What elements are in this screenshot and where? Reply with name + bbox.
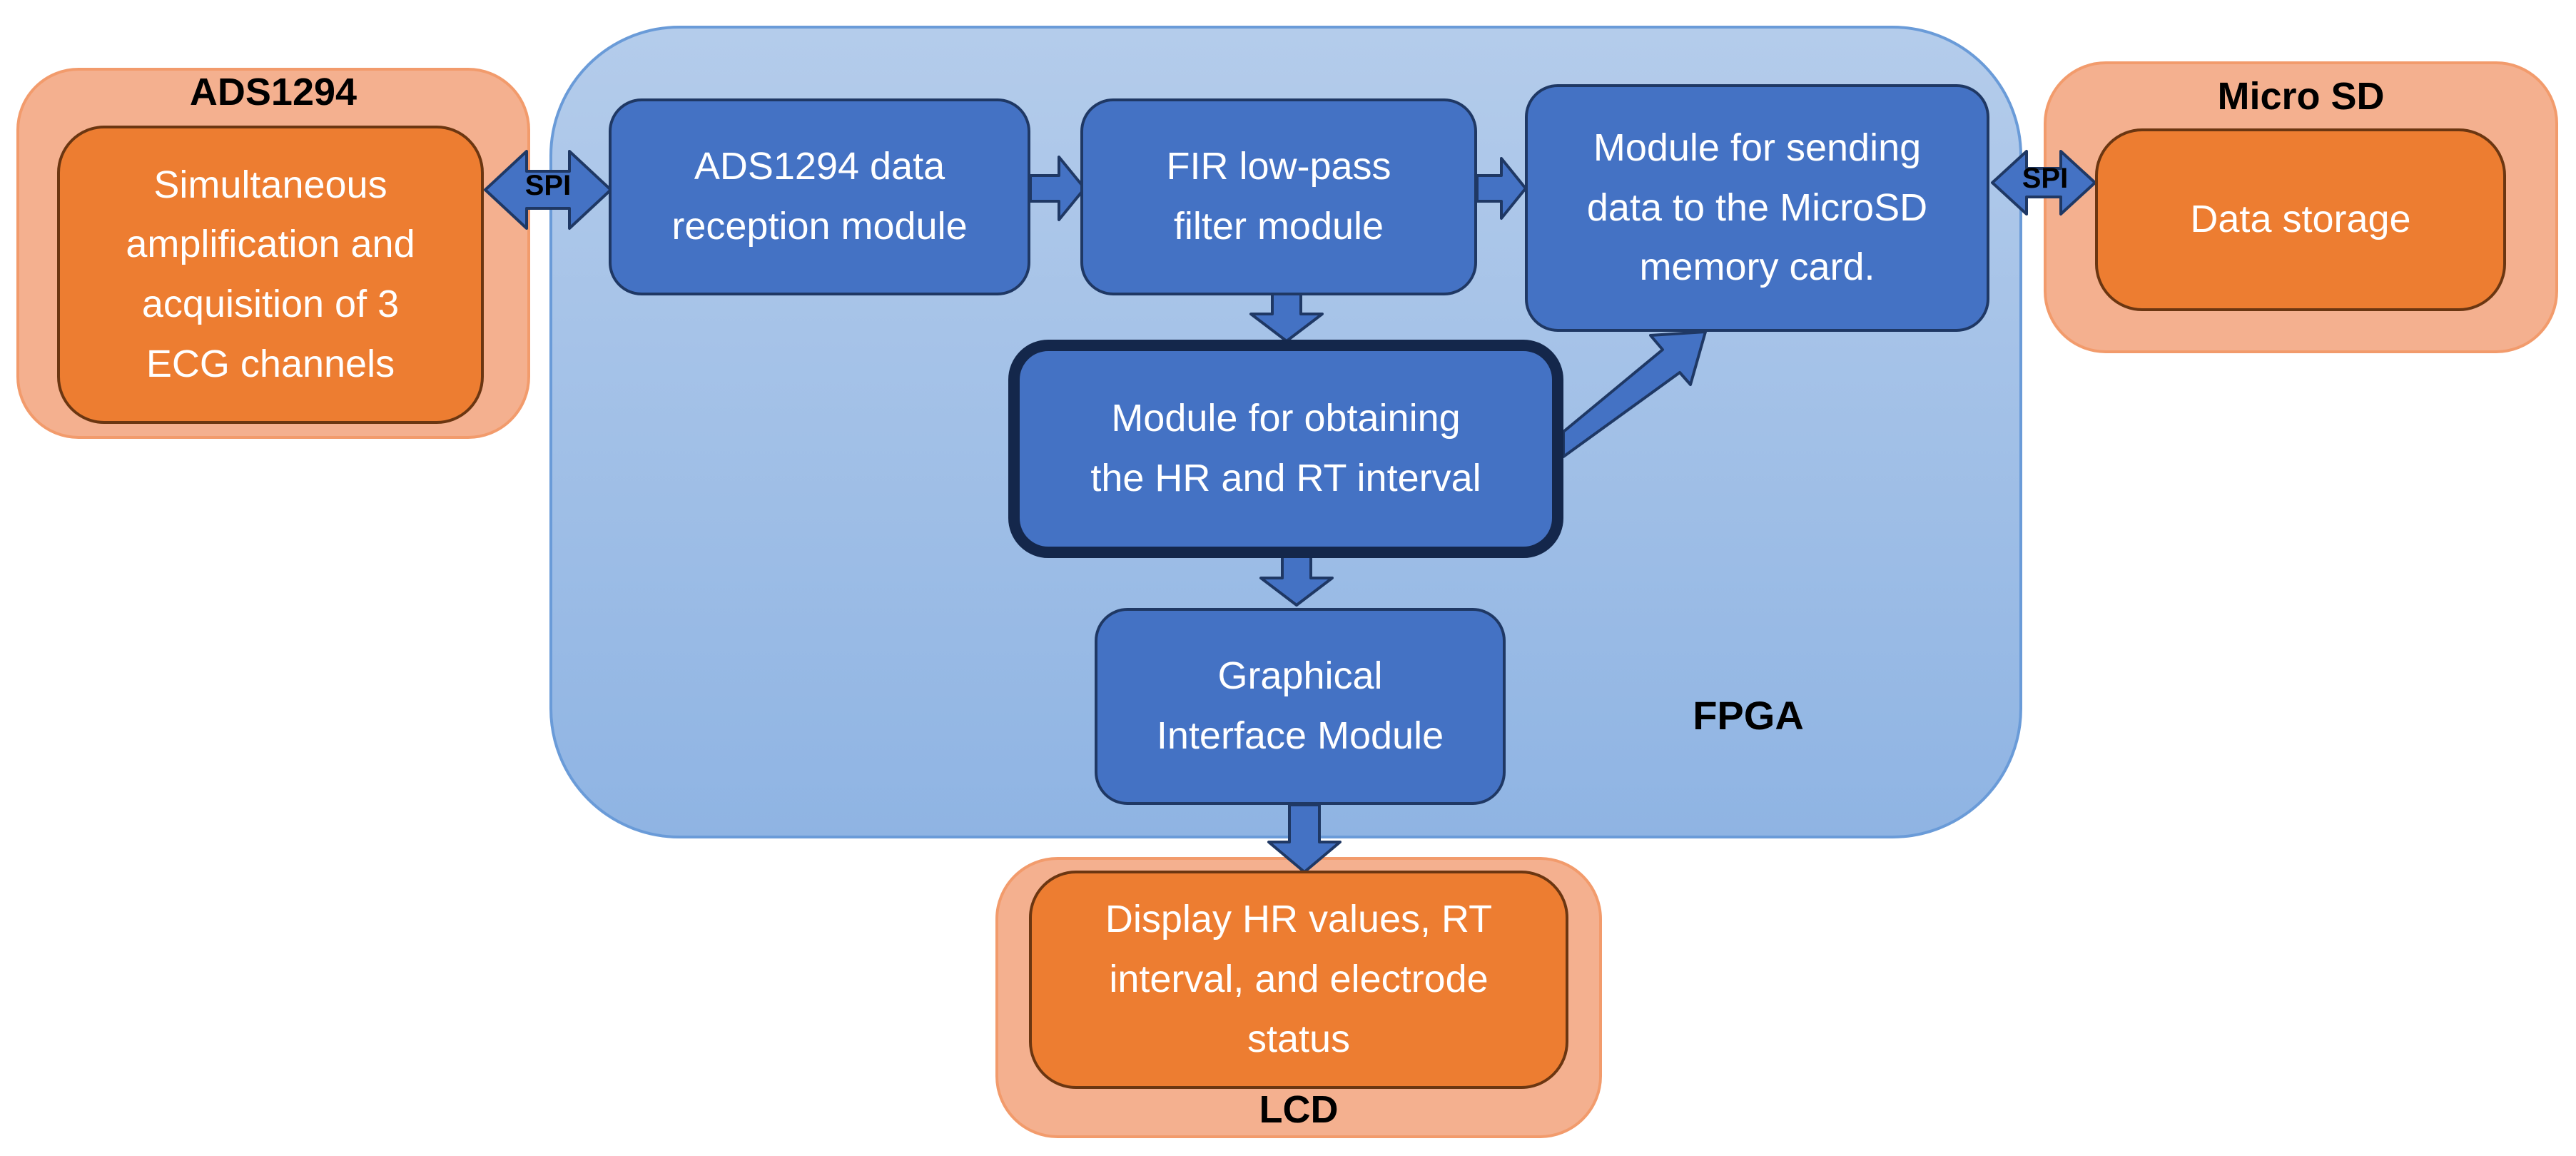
arrow-fir-to-hr-rt <box>1249 293 1324 343</box>
ecg-acquisition-block: Simultaneous amplification and acquisiti… <box>57 126 484 424</box>
spi-left-label: SPI <box>524 170 572 201</box>
arrow-hr-rt-to-gui <box>1259 555 1334 607</box>
lcd-display-block: Display HR values, RT interval, and elec… <box>1029 871 1568 1089</box>
hr-rt-interval-module: Module for obtaining the HR and RT inter… <box>1008 340 1563 558</box>
fpga-title: FPGA <box>1693 693 1804 738</box>
arrow-gui-to-lcd <box>1267 803 1342 873</box>
data-storage-block: Data storage <box>2095 128 2506 311</box>
arrow-reception-to-fir <box>1029 156 1086 221</box>
microsd-sending-module: Module for sending data to the MicroSD m… <box>1525 84 1989 332</box>
lcd-title: LCD <box>1259 1088 1339 1131</box>
ads1294-title: ADS1294 <box>189 71 358 113</box>
spi-right-label: SPI <box>2022 163 2069 194</box>
arrow-hr-rt-to-sending <box>1562 330 1707 458</box>
microsd-title: Micro SD <box>2217 75 2385 118</box>
ads1294-reception-module: ADS1294 data reception module <box>609 98 1030 295</box>
fir-filter-module: FIR low-pass filter module <box>1080 98 1477 295</box>
arrow-fir-to-sending <box>1476 157 1527 220</box>
graphical-interface-module: Graphical Interface Module <box>1095 608 1506 805</box>
